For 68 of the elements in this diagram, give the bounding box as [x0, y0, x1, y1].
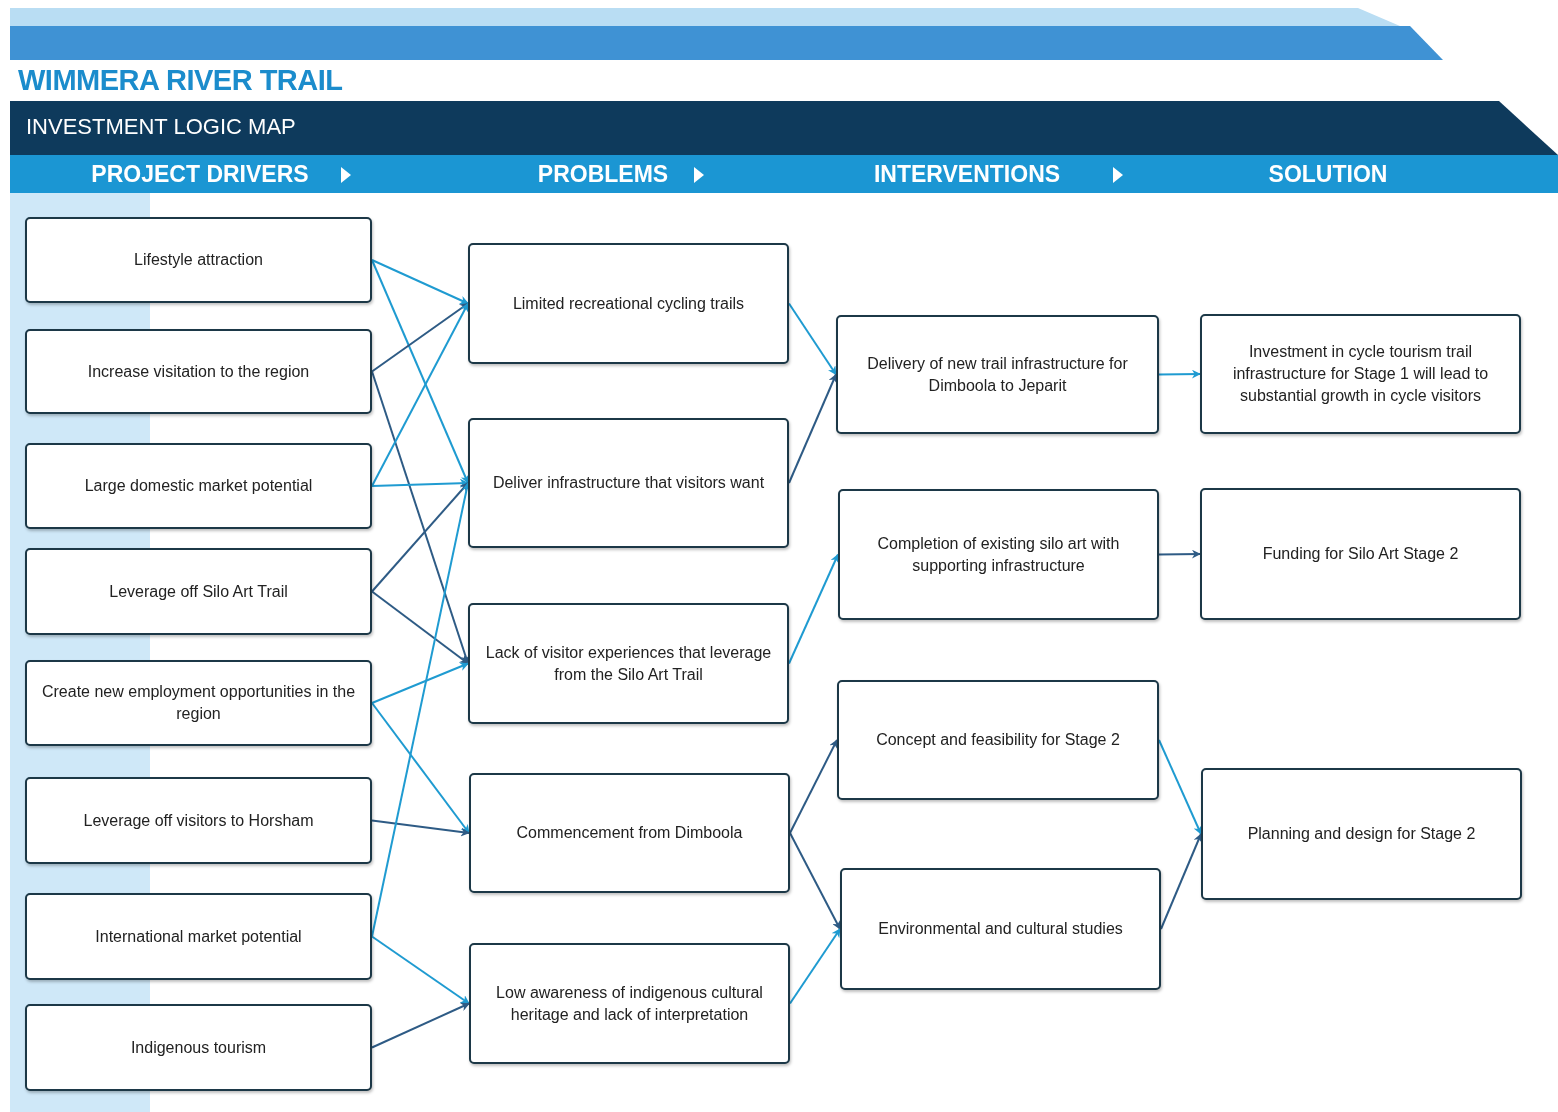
arrow	[371, 482, 469, 593]
box-text: Investment in cycle tourism trail infrastructure for Stage 1 will lead to substantial growth in cycle visitors	[1231, 342, 1490, 406]
arrow	[371, 935, 470, 1005]
arrow	[371, 259, 469, 484]
arrow	[788, 553, 839, 665]
process-box	[838, 489, 1159, 620]
box-text: Lack of visitor experiences that leverage from the Silo Art Trail	[484, 642, 773, 685]
box-text: Leverage off Silo Art Trail	[109, 581, 288, 602]
column-heading: INTERVENTIONS	[873, 161, 1061, 188]
box-text: Environmental and cultural studies	[878, 919, 1123, 939]
process-box	[25, 548, 372, 635]
box-text: International market potential	[95, 926, 302, 947]
box-text: Low awareness of indigenous cultural heritage and lack of interpretation	[495, 982, 764, 1025]
box-text: Completion of existing silo art with supporting infrastructure	[876, 533, 1121, 576]
box-text: Commencement from Dimboola	[516, 823, 743, 843]
box-text: Create new employment opportunities in the region	[40, 682, 357, 724]
arrow	[789, 832, 841, 930]
arrow	[371, 302, 469, 373]
process-box	[469, 943, 790, 1064]
arrow	[789, 739, 838, 834]
arrow	[1160, 833, 1202, 930]
box-text: Indigenous tourism	[130, 1037, 267, 1058]
column-heading: SOLUTION	[1268, 161, 1388, 188]
process-box	[25, 660, 372, 746]
subtitle: INVESTMENT LOGIC MAP	[26, 114, 296, 140]
process-box	[25, 1004, 372, 1091]
process-box	[468, 603, 789, 724]
arrow	[1158, 739, 1202, 835]
box-text: Limited recreational cycling trails	[512, 293, 745, 314]
arrow	[788, 302, 837, 376]
arrow	[788, 373, 837, 484]
process-box	[25, 329, 372, 414]
process-box	[1200, 314, 1521, 434]
arrow	[371, 478, 469, 488]
arrow	[371, 662, 469, 704]
box-text: Deliver infrastructure that visitors want	[492, 473, 765, 493]
arrow	[371, 702, 470, 834]
process-box	[1200, 488, 1521, 620]
box-text: Large domestic market potential	[84, 476, 313, 496]
process-box	[836, 315, 1159, 434]
process-box	[1201, 768, 1522, 900]
process-box	[25, 893, 372, 980]
column-heading: PROJECT DRIVERS	[91, 161, 309, 188]
box-text: Delivery of new trail infrastructure for Dimboola to Jeparit	[866, 353, 1129, 396]
process-box	[468, 243, 789, 364]
process-box	[25, 777, 372, 864]
arrow	[371, 259, 469, 305]
box-text: Funding for Silo Art Stage 2	[1262, 544, 1459, 564]
box-text: Increase visitation to the region	[87, 361, 310, 382]
process-box	[840, 868, 1161, 990]
process-box	[25, 443, 372, 529]
column-heading: PROBLEMS	[537, 161, 669, 188]
arrow	[1158, 549, 1201, 559]
process-box	[25, 217, 372, 303]
arrow	[371, 590, 469, 665]
process-box	[468, 418, 789, 548]
diagram-title: WIMMERA RIVER TRAIL	[18, 64, 343, 97]
box-text: Lifestyle attraction	[134, 250, 263, 270]
box-text: Leverage off visitors to Horsham	[83, 810, 314, 831]
box-text: Concept and feasibility for Stage 2	[876, 730, 1120, 750]
box-text: Planning and design for Stage 2	[1247, 824, 1476, 844]
arrow	[371, 1002, 470, 1049]
process-box	[469, 773, 790, 893]
process-box	[837, 680, 1159, 800]
arrow	[371, 302, 469, 487]
arrow	[789, 928, 841, 1005]
arrow	[1158, 369, 1201, 379]
arrow	[371, 819, 470, 837]
